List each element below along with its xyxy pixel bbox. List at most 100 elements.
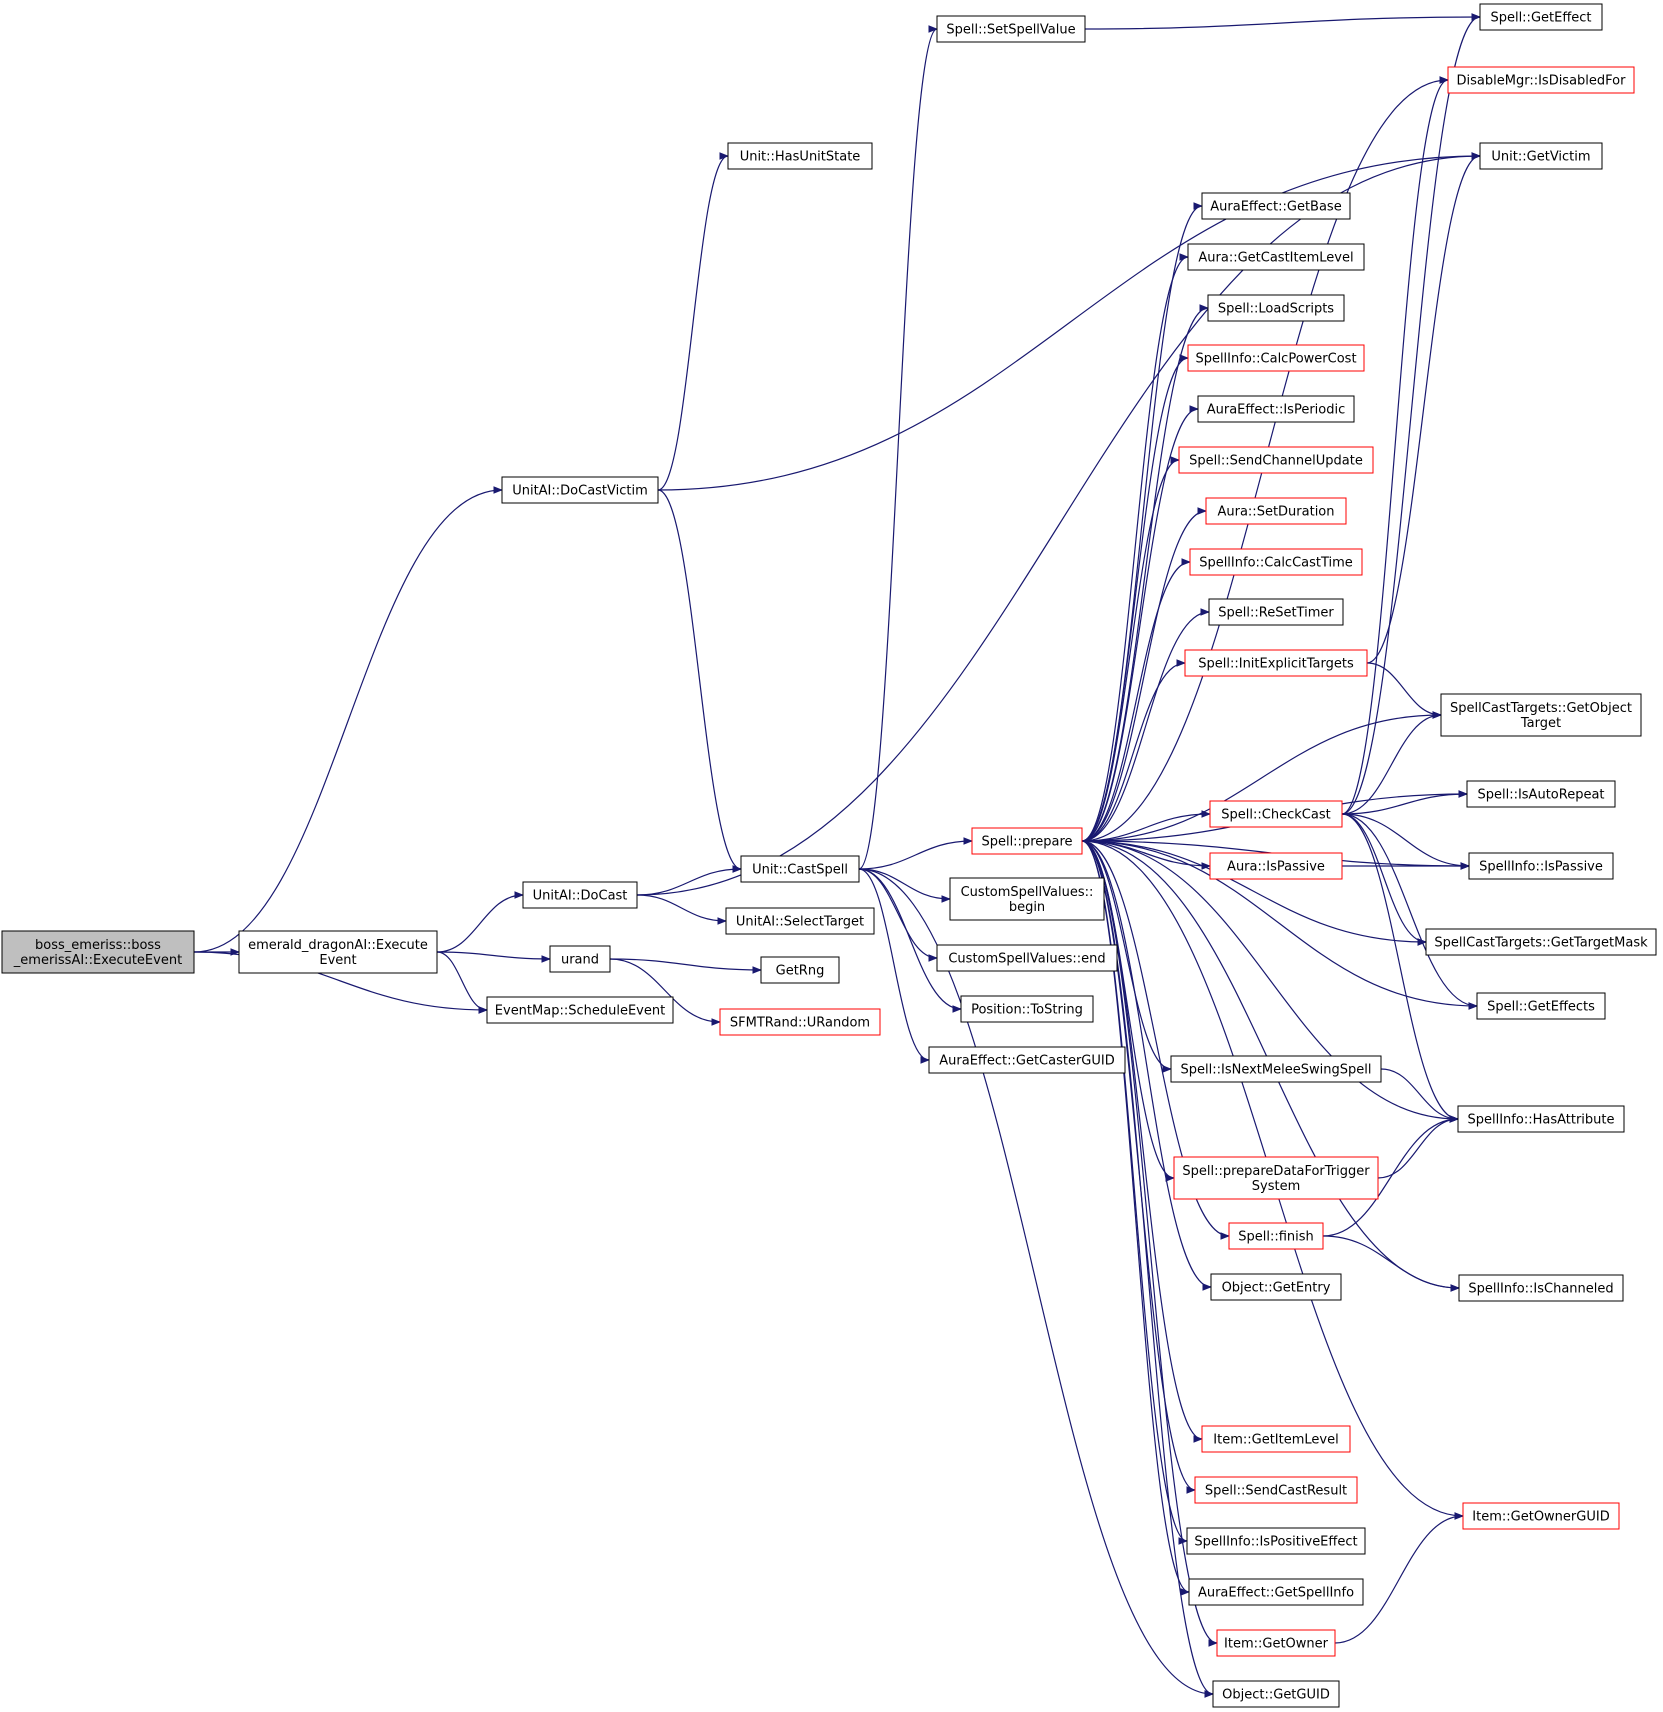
node-unit-castspell[interactable]: Unit::CastSpell <box>740 855 860 883</box>
node-spell-checkcast[interactable]: Spell::CheckCast <box>1209 800 1343 828</box>
node-label: Spell::SendCastResult <box>1205 1484 1347 1499</box>
node-spell-geteffects[interactable]: Spell::GetEffects <box>1476 992 1606 1020</box>
node-label: Event <box>319 953 356 968</box>
node-box <box>740 855 860 883</box>
node-spell-setspellvalue[interactable]: Spell::SetSpellValue <box>936 15 1086 43</box>
node-label: Aura::SetDuration <box>1217 505 1334 520</box>
node-eventmap-scheduleevent[interactable]: EventMap::ScheduleEvent <box>486 996 674 1024</box>
edge-castspell-to-tostring <box>858 868 962 1013</box>
node-unit-hasunitstate[interactable]: Unit::HasUnitState <box>727 142 873 170</box>
node-label: Spell::IsAutoRepeat <box>1477 788 1604 803</box>
node-aura-ispassive[interactable]: Aura::IsPassive <box>1209 852 1343 880</box>
node-spell-finish[interactable]: Spell::finish <box>1228 1222 1324 1250</box>
node-spell-geteffect[interactable]: Spell::GetEffect <box>1479 3 1603 31</box>
node-emerald-dragonai-executeevent[interactable]: emerald_dragonAI::ExecuteEvent <box>238 930 438 974</box>
node-spellinfo-ispositiveeffect[interactable]: SpellInfo::IsPositiveEffect <box>1186 1527 1366 1555</box>
node-position-tostring[interactable]: Position::ToString <box>960 995 1094 1023</box>
node-unitai-docastvictim[interactable]: UnitAI::DoCastVictim <box>501 476 659 504</box>
edges-layer <box>193 13 1481 1698</box>
node-box <box>501 476 659 504</box>
node-spell-isnextmeleeswingspell[interactable]: Spell::IsNextMeleeSwingSpell <box>1170 1055 1382 1083</box>
node-label: Spell::SetSpellValue <box>946 23 1075 38</box>
node-label: Unit::CastSpell <box>752 863 848 878</box>
edge-castspell-to-getcasterguid <box>858 868 930 1064</box>
node-auraeffect-isperiodic[interactable]: AuraEffect::IsPeriodic <box>1197 395 1355 423</box>
node-label: _emerissAI::ExecuteEvent <box>13 953 182 968</box>
node-unitai-docast[interactable]: UnitAI::DoCast <box>522 881 638 909</box>
edge-docastvictim-to-getvictim <box>657 152 1481 491</box>
node-box <box>760 956 840 984</box>
edge-checkcast-to-isdisabled <box>1341 76 1449 815</box>
node-label: Item::GetOwnerGUID <box>1472 1510 1609 1525</box>
node-spell-prepare[interactable]: Spell::prepare <box>971 827 1083 855</box>
edge-urand-to-urandom <box>609 958 721 1026</box>
node-box <box>1186 1527 1366 1555</box>
node-label: SpellInfo::IsPositiveEffect <box>1194 1535 1357 1550</box>
node-label: begin <box>1009 900 1045 915</box>
edge-isnextmelee-to-hasattribute <box>1380 1068 1459 1123</box>
node-urand[interactable]: urand <box>549 945 611 973</box>
node-box <box>1197 395 1355 423</box>
node-box <box>1440 693 1642 737</box>
node-unitai-selecttarget[interactable]: UnitAI::SelectTarget <box>725 907 875 935</box>
node-box <box>1201 192 1351 220</box>
node-spell-sendcastresult[interactable]: Spell::SendCastResult <box>1194 1476 1358 1504</box>
node-getrng[interactable]: GetRng <box>760 956 840 984</box>
node-box <box>1184 649 1368 677</box>
node-box <box>1209 852 1343 880</box>
node-box <box>1468 852 1614 880</box>
node-box <box>727 142 873 170</box>
node-box <box>1207 294 1345 322</box>
nodes-layer: boss_emeriss::boss_emerissAI::ExecuteEve… <box>1 3 1657 1708</box>
node-sfmtrand-urandom[interactable]: SFMTRand::URandom <box>719 1008 881 1036</box>
node-spell-initexplicittargets[interactable]: Spell::InitExplicitTargets <box>1184 649 1368 677</box>
node-label: Spell::ReSetTimer <box>1218 606 1334 621</box>
edge-prepare-to-setduration <box>1081 507 1207 842</box>
node-aura-setduration[interactable]: Aura::SetDuration <box>1205 497 1347 525</box>
node-spellinfo-ispassive[interactable]: SpellInfo::IsPassive <box>1468 852 1614 880</box>
node-object-getentry[interactable]: Object::GetEntry <box>1210 1273 1342 1301</box>
node-box <box>1188 1578 1364 1606</box>
node-customspellvalues-begin[interactable]: CustomSpellValues::begin <box>949 877 1105 921</box>
node-item-getitemlevel[interactable]: Item::GetItemLevel <box>1201 1425 1351 1453</box>
node-box <box>1194 1476 1358 1504</box>
node-box <box>1425 928 1657 956</box>
node-box <box>1479 3 1603 31</box>
node-auraeffect-getbase[interactable]: AuraEffect::GetBase <box>1201 192 1351 220</box>
node-spell-resettimer[interactable]: Spell::ReSetTimer <box>1208 598 1344 626</box>
node-box <box>1187 243 1365 271</box>
node-unit-getvictim[interactable]: Unit::GetVictim <box>1479 142 1603 170</box>
edge-castspell-to-prepare <box>858 837 973 870</box>
node-box <box>1447 66 1635 94</box>
edge-prepare-to-initexplicit <box>1081 659 1186 842</box>
node-spellinfo-ischanneled[interactable]: SpellInfo::IsChanneled <box>1458 1274 1624 1302</box>
edge-checkcast-to-gettargetmask <box>1341 813 1427 946</box>
node-spellinfo-calcpowercost[interactable]: SpellInfo::CalcPowerCost <box>1187 344 1365 372</box>
node-label: SpellInfo::CalcPowerCost <box>1195 352 1356 367</box>
node-customspellvalues-end[interactable]: CustomSpellValues::end <box>936 944 1118 972</box>
node-boss-emeriss-boss-emerissai-executeevent[interactable]: boss_emeriss::boss_emerissAI::ExecuteEve… <box>1 930 195 974</box>
node-aura-getcastitemlevel[interactable]: Aura::GetCastItemLevel <box>1187 243 1365 271</box>
node-item-getownerguid[interactable]: Item::GetOwnerGUID <box>1462 1502 1620 1530</box>
node-box <box>1479 142 1603 170</box>
node-spell-sendchannelupdate[interactable]: Spell::SendChannelUpdate <box>1178 446 1374 474</box>
node-spellinfo-calccasttime[interactable]: SpellInfo::CalcCastTime <box>1189 548 1363 576</box>
node-spell-isautorepeat[interactable]: Spell::IsAutoRepeat <box>1466 780 1616 808</box>
edge-docastvictim-to-castspell <box>657 489 742 873</box>
node-item-getowner[interactable]: Item::GetOwner <box>1216 1629 1336 1657</box>
node-label: UnitAI::DoCastVictim <box>512 484 648 499</box>
node-spellinfo-hasattribute[interactable]: SpellInfo::HasAttribute <box>1457 1105 1625 1133</box>
node-label: GetRng <box>776 964 825 979</box>
node-object-getguid[interactable]: Object::GetGUID <box>1212 1680 1340 1708</box>
node-auraeffect-getspellinfo[interactable]: AuraEffect::GetSpellInfo <box>1188 1578 1364 1606</box>
node-spell-loadscripts[interactable]: Spell::LoadScripts <box>1207 294 1345 322</box>
node-box <box>719 1008 881 1036</box>
node-box <box>1 930 195 974</box>
edge-checkcast-to-geteffect <box>1341 13 1481 815</box>
node-spellcasttargets-gettargetmask[interactable]: SpellCastTargets::GetTargetMask <box>1425 928 1657 956</box>
node-disablemgr-isdisabledfor[interactable]: DisableMgr::IsDisabledFor <box>1447 66 1635 94</box>
node-auraeffect-getcasterguid[interactable]: AuraEffect::GetCasterGUID <box>928 1046 1126 1074</box>
node-label: Spell::GetEffects <box>1487 1000 1595 1015</box>
